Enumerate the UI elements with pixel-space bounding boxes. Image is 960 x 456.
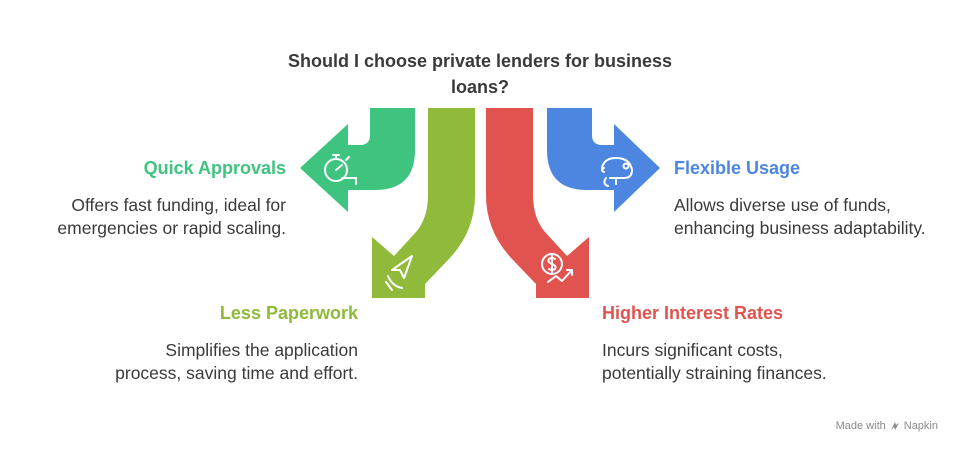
paper-plane-hand-icon	[385, 255, 413, 291]
chameleon-icon	[601, 157, 633, 187]
napkin-logo-icon	[890, 422, 899, 430]
less-paperwork-description: Simplifies the application process, savi…	[115, 340, 358, 383]
arrow-quick-approvals	[300, 108, 415, 212]
question-title: Should I choose private lenders for busi…	[287, 51, 673, 97]
less-paperwork-title: Less Paperwork	[219, 303, 358, 323]
arrow-less-paperwork	[372, 108, 475, 298]
made-with-napkin-footer[interactable]: Made with Napkin	[836, 420, 938, 432]
higher-interest-rates-title: Higher Interest Rates	[602, 303, 784, 323]
higher-interest-rates-description: Incurs significant costs, potentially st…	[602, 340, 827, 383]
arrow-flexible-usage	[547, 108, 660, 212]
footer-prefix: Made with	[835, 420, 886, 432]
dollar-trend-icon	[541, 253, 573, 283]
quick-approvals-description: Offers fast funding, ideal for emergenci…	[57, 195, 286, 238]
arrow-higher-interest	[486, 108, 589, 298]
quick-approvals-title: Quick Approvals	[143, 158, 286, 178]
flexible-usage-title: Flexible Usage	[674, 158, 801, 178]
flexible-usage-description: Allows diverse use of funds, enhancing b…	[674, 195, 926, 238]
footer-brand: Napkin	[903, 420, 938, 432]
stopwatch-icon	[324, 154, 357, 185]
